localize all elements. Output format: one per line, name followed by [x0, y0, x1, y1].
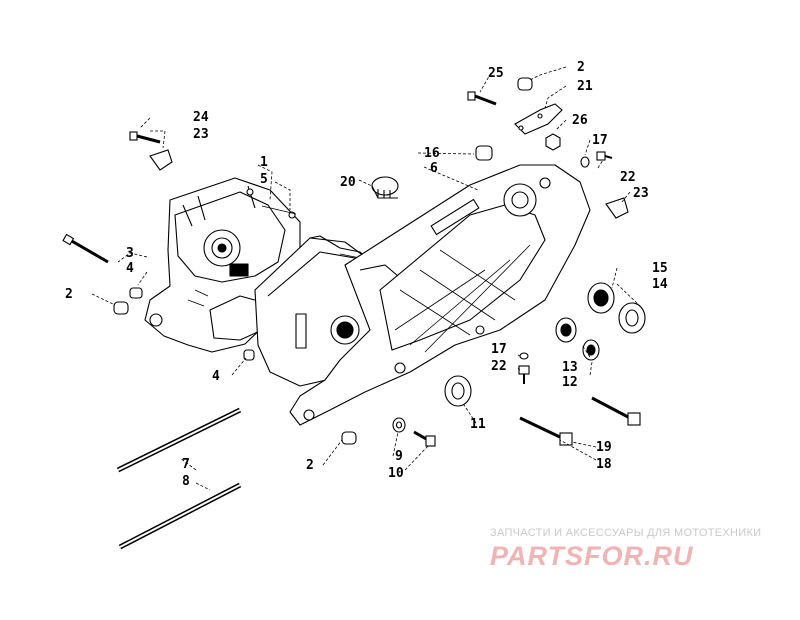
callout-16: 16: [424, 146, 440, 161]
callout-8: 8: [182, 474, 190, 489]
callout-18: 18: [596, 457, 612, 472]
callout-5: 5: [260, 172, 268, 187]
callout-22: 22: [491, 359, 507, 374]
callout-11: 11: [470, 417, 486, 432]
callout-10: 10: [388, 466, 404, 481]
right-crankcase: [289, 164, 591, 426]
bolts-and-fasteners: [62, 91, 641, 447]
needle-bearing-20: [371, 176, 399, 199]
bearing-13: [555, 317, 577, 343]
callout-labels: 1 5 3 4 2 4 2 9 10 11 7 8 24 23 25 2 21 …: [65, 60, 668, 489]
callout-3: 3: [126, 246, 134, 261]
callout-7: 7: [182, 457, 190, 472]
callout-9: 9: [395, 449, 403, 464]
callout-19: 19: [596, 440, 612, 455]
callout-12: 12: [562, 375, 578, 390]
callout-15: 15: [652, 261, 668, 276]
dowel-bushings: [113, 77, 533, 445]
watermark-logo: PARTSFOR.RU: [490, 541, 694, 571]
callout-13: 13: [562, 360, 578, 375]
callout-2: 2: [65, 287, 73, 302]
callout-6: 6: [430, 161, 438, 176]
callout-23: 23: [193, 127, 209, 142]
callout-4: 4: [212, 369, 220, 384]
brackets: [149, 103, 629, 219]
callout-1: 1: [260, 155, 268, 170]
callout-17: 17: [592, 133, 608, 148]
callout-14: 14: [652, 277, 668, 292]
callout-20: 20: [340, 175, 356, 190]
callout-21: 21: [577, 79, 593, 94]
callout-22: 22: [620, 170, 636, 185]
studs: [116, 407, 242, 550]
callout-4: 4: [126, 261, 134, 276]
bearing-11: [444, 375, 472, 407]
bearing-14: [618, 302, 646, 334]
bearing-15: [587, 282, 615, 314]
callout-25: 25: [488, 66, 504, 81]
callout-26: 26: [572, 113, 588, 128]
callout-24: 24: [193, 110, 209, 125]
leader-lines: [91, 66, 641, 491]
watermark-tagline: ЗАПЧАСТИ И АКСЕССУАРЫ ДЛЯ МОТОТЕХНИКИ: [490, 527, 762, 539]
callout-2: 2: [306, 458, 314, 473]
bearing-12: [582, 339, 600, 361]
callout-17: 17: [491, 342, 507, 357]
callout-23: 23: [633, 186, 649, 201]
callout-2: 2: [577, 60, 585, 75]
